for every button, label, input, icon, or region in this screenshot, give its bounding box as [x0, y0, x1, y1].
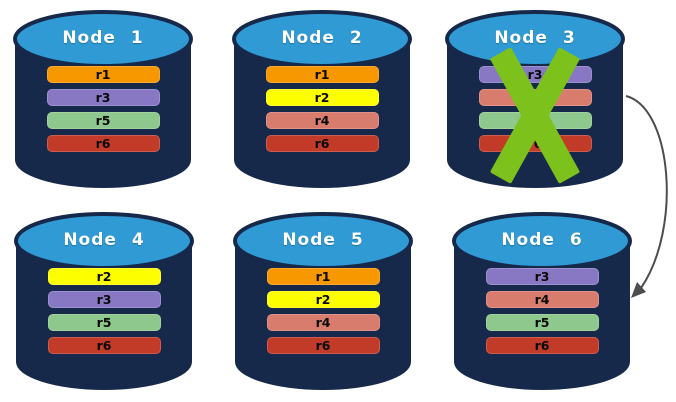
node-5-cylinder: Node 5 r1 r2 r4 r6 — [233, 211, 413, 392]
arrow-head-icon — [631, 282, 646, 298]
replica-bar: r5 — [46, 112, 160, 129]
node-title: Node 5 — [282, 230, 364, 250]
replica-bar: r5 — [478, 112, 592, 129]
replica-bar: r3 — [478, 66, 592, 83]
node-title: Node 1 — [62, 28, 144, 48]
replica-bar: r6 — [265, 135, 379, 152]
replica-bar: r3 — [485, 268, 599, 285]
replica-bar: r4 — [266, 314, 380, 331]
replica-bar: r1 — [46, 66, 160, 83]
replica-bar: r5 — [47, 314, 161, 331]
replica-list: r3 r4 r5 r6 — [445, 66, 625, 158]
replica-list: r1 r3 r5 r6 — [13, 66, 193, 158]
replica-bar: r3 — [46, 89, 160, 106]
node-2-cylinder: Node 2 r1 r2 r4 r6 — [232, 9, 412, 190]
replica-bar: r1 — [266, 268, 380, 285]
node-1-cylinder: Node 1 r1 r3 r5 r6 — [13, 9, 193, 190]
replica-list: r1 r2 r4 r6 — [232, 66, 412, 158]
node-title: Node 3 — [494, 28, 576, 48]
node-6-cylinder: Node 6 r3 r4 r5 r6 — [452, 211, 632, 392]
replica-bar: r4 — [478, 89, 592, 106]
replica-bar: r6 — [46, 135, 160, 152]
replica-list: r3 r4 r5 r6 — [452, 268, 632, 360]
replica-bar: r1 — [265, 66, 379, 83]
replica-bar: r2 — [47, 268, 161, 285]
replica-list: r2 r3 r5 r6 — [14, 268, 194, 360]
node-4-cylinder: Node 4 r2 r3 r5 r6 — [14, 211, 194, 392]
replica-bar: r4 — [485, 291, 599, 308]
replica-bar: r3 — [47, 291, 161, 308]
node-3-cylinder: Node 3 r3 r4 r5 r6 — [445, 9, 625, 190]
replica-bar: r6 — [266, 337, 380, 354]
replica-bar: r5 — [485, 314, 599, 331]
replica-bar: r6 — [485, 337, 599, 354]
replica-bar: r6 — [47, 337, 161, 354]
arrow-curve — [625, 95, 668, 289]
replica-bar: r2 — [265, 89, 379, 106]
replica-bar: r2 — [266, 291, 380, 308]
node-title: Node 2 — [281, 28, 363, 48]
node-title: Node 4 — [63, 230, 145, 250]
node-title: Node 6 — [501, 230, 583, 250]
replica-bar: r6 — [478, 135, 592, 152]
replica-bar: r4 — [265, 112, 379, 129]
replica-list: r1 r2 r4 r6 — [233, 268, 413, 360]
